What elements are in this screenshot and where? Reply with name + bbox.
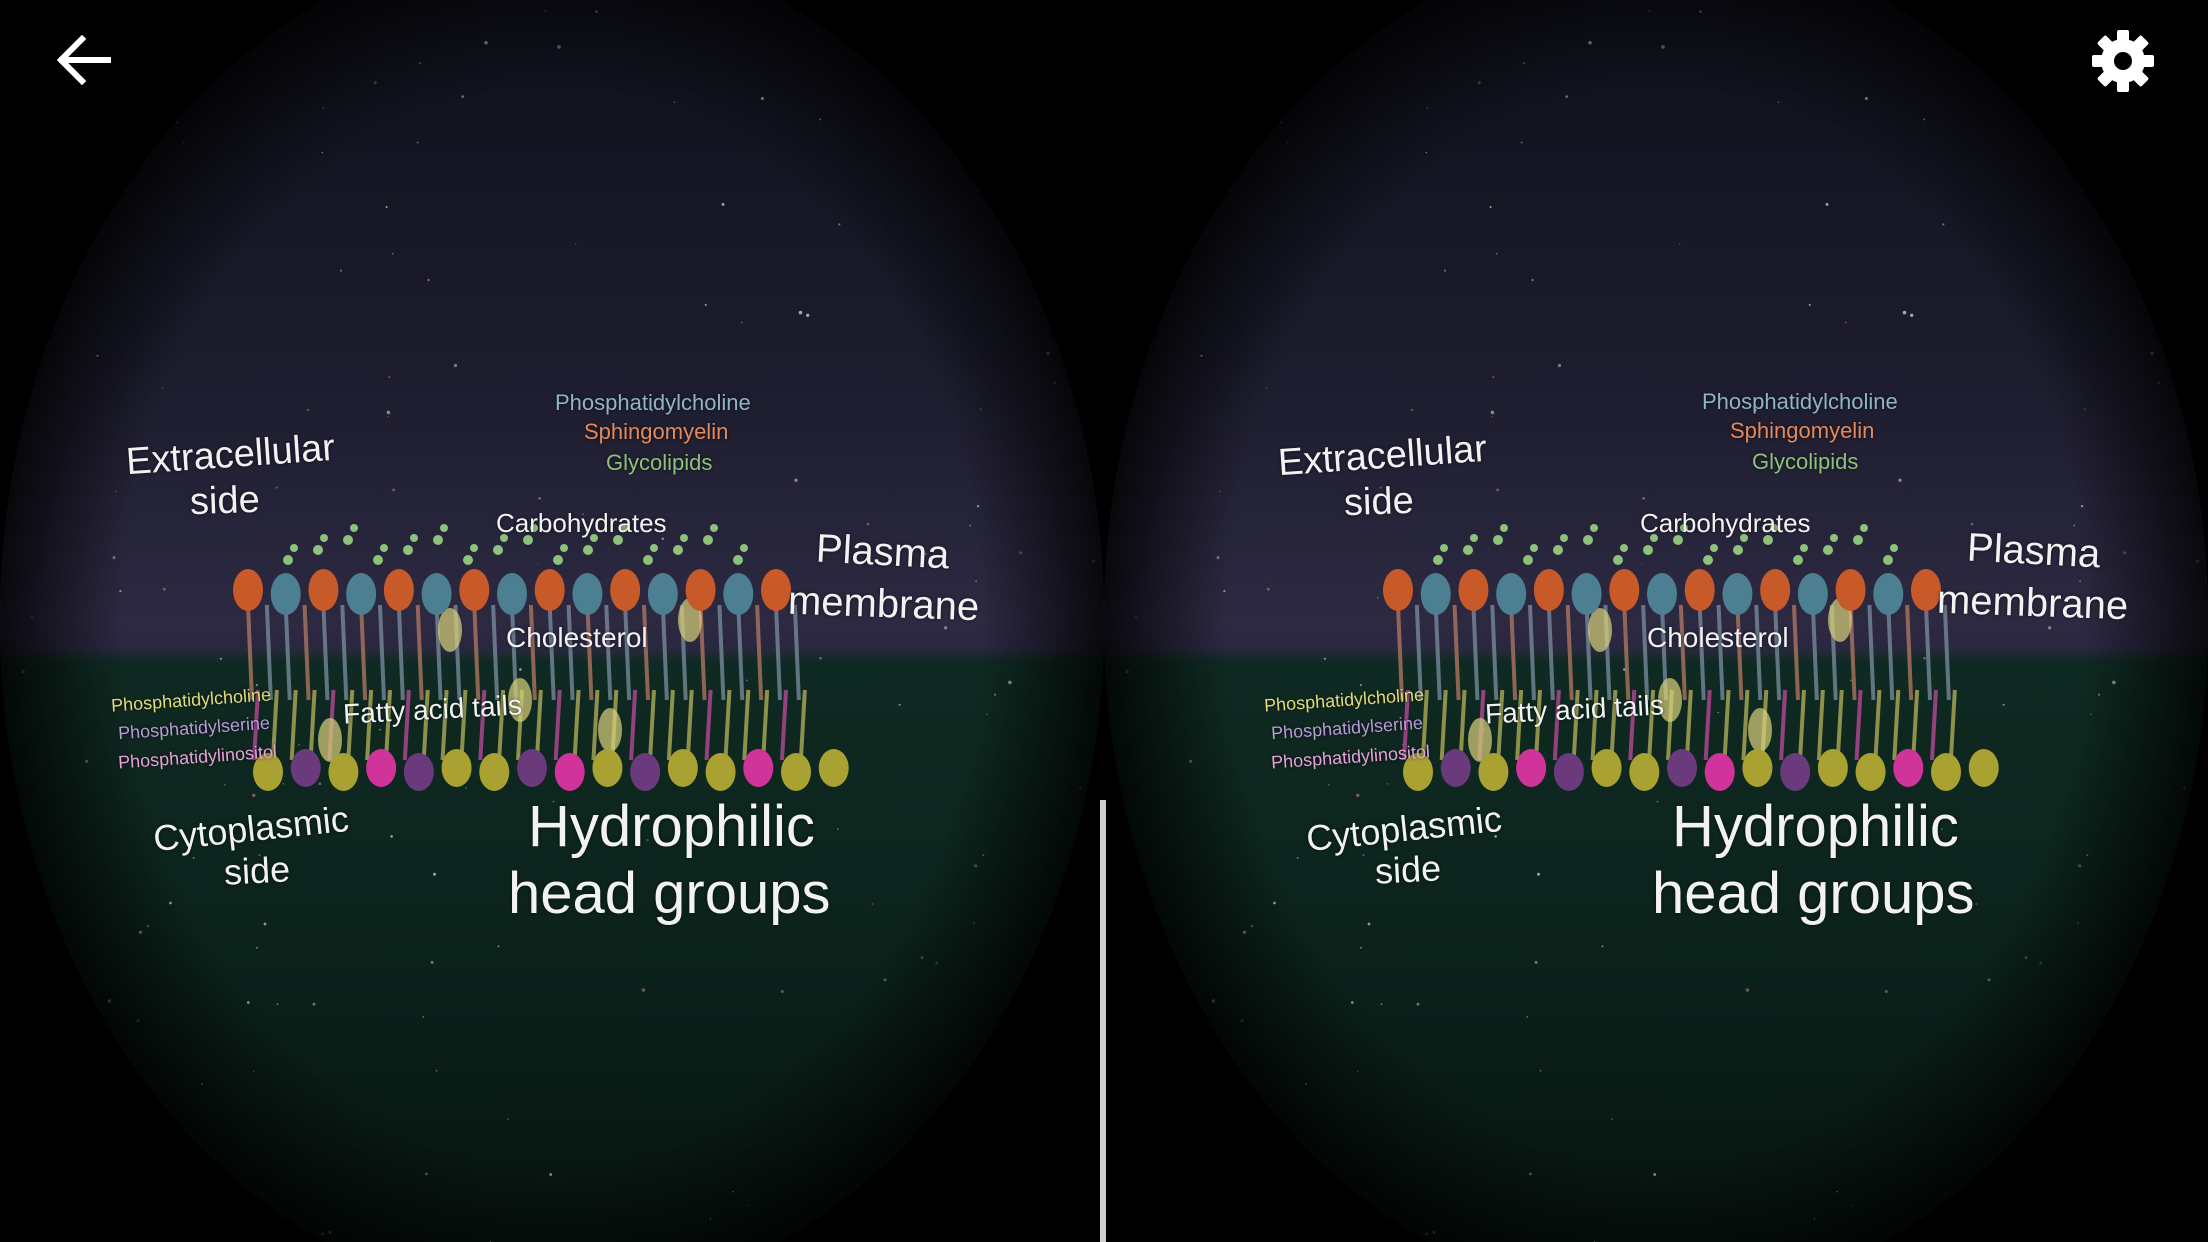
outer-leaflet-label-1: Phosphatidylcholine — [555, 390, 751, 415]
gear-icon — [2092, 30, 2154, 92]
membrane-model — [233, 524, 849, 791]
membrane-label: membrane — [1936, 577, 2129, 629]
carbohydrates-label: Carbohydrates — [496, 508, 667, 538]
right-membrane-scene: Extracellular side Phosphatidylcholine S… — [1104, 0, 2208, 1242]
head-groups-label: head groups — [1652, 861, 1975, 926]
head-groups-label: head groups — [508, 861, 831, 926]
outer-leaflet-label-3: Glycolipids — [1752, 449, 1859, 474]
cholesterol-label: Cholesterol — [1647, 622, 1789, 653]
cholesterol-label: Cholesterol — [506, 622, 648, 653]
viewer-divider-line — [1100, 800, 1106, 1242]
plasma-label: Plasma — [814, 526, 951, 578]
right-lens — [1104, 0, 2208, 1242]
left-membrane-scene: Extracellular side Phosphatidylcholine S… — [110, 390, 980, 926]
outer-leaflet-label-3: Glycolipids — [606, 450, 713, 475]
left-eye-view: Extracellular side Phosphatidylcholine S… — [0, 0, 1104, 1242]
membrane-model — [1383, 524, 1999, 791]
outer-leaflet-label-1: Phosphatidylcholine — [1702, 389, 1898, 414]
outer-leaflet-label-2: Sphingomyelin — [1730, 418, 1875, 443]
plasma-label: Plasma — [1965, 525, 2102, 577]
carbohydrates-label: Carbohydrates — [1640, 508, 1811, 538]
outer-leaflet-label-2: Sphingomyelin — [584, 419, 729, 444]
extracellular-side-label: side — [189, 478, 261, 524]
hydrophilic-label: Hydrophilic — [528, 794, 815, 859]
cytoplasmic-side-label: side — [1373, 847, 1443, 892]
right-eye-view: Extracellular side Phosphatidylcholine S… — [1104, 0, 2208, 1242]
arrow-left-icon — [56, 34, 111, 86]
cytoplasmic-side-label: side — [222, 848, 292, 893]
settings-button[interactable] — [2088, 26, 2158, 96]
hydrophilic-label: Hydrophilic — [1672, 794, 1959, 859]
membrane-label: membrane — [787, 578, 980, 630]
extracellular-side-label: side — [1343, 479, 1415, 525]
back-button[interactable] — [46, 26, 126, 96]
